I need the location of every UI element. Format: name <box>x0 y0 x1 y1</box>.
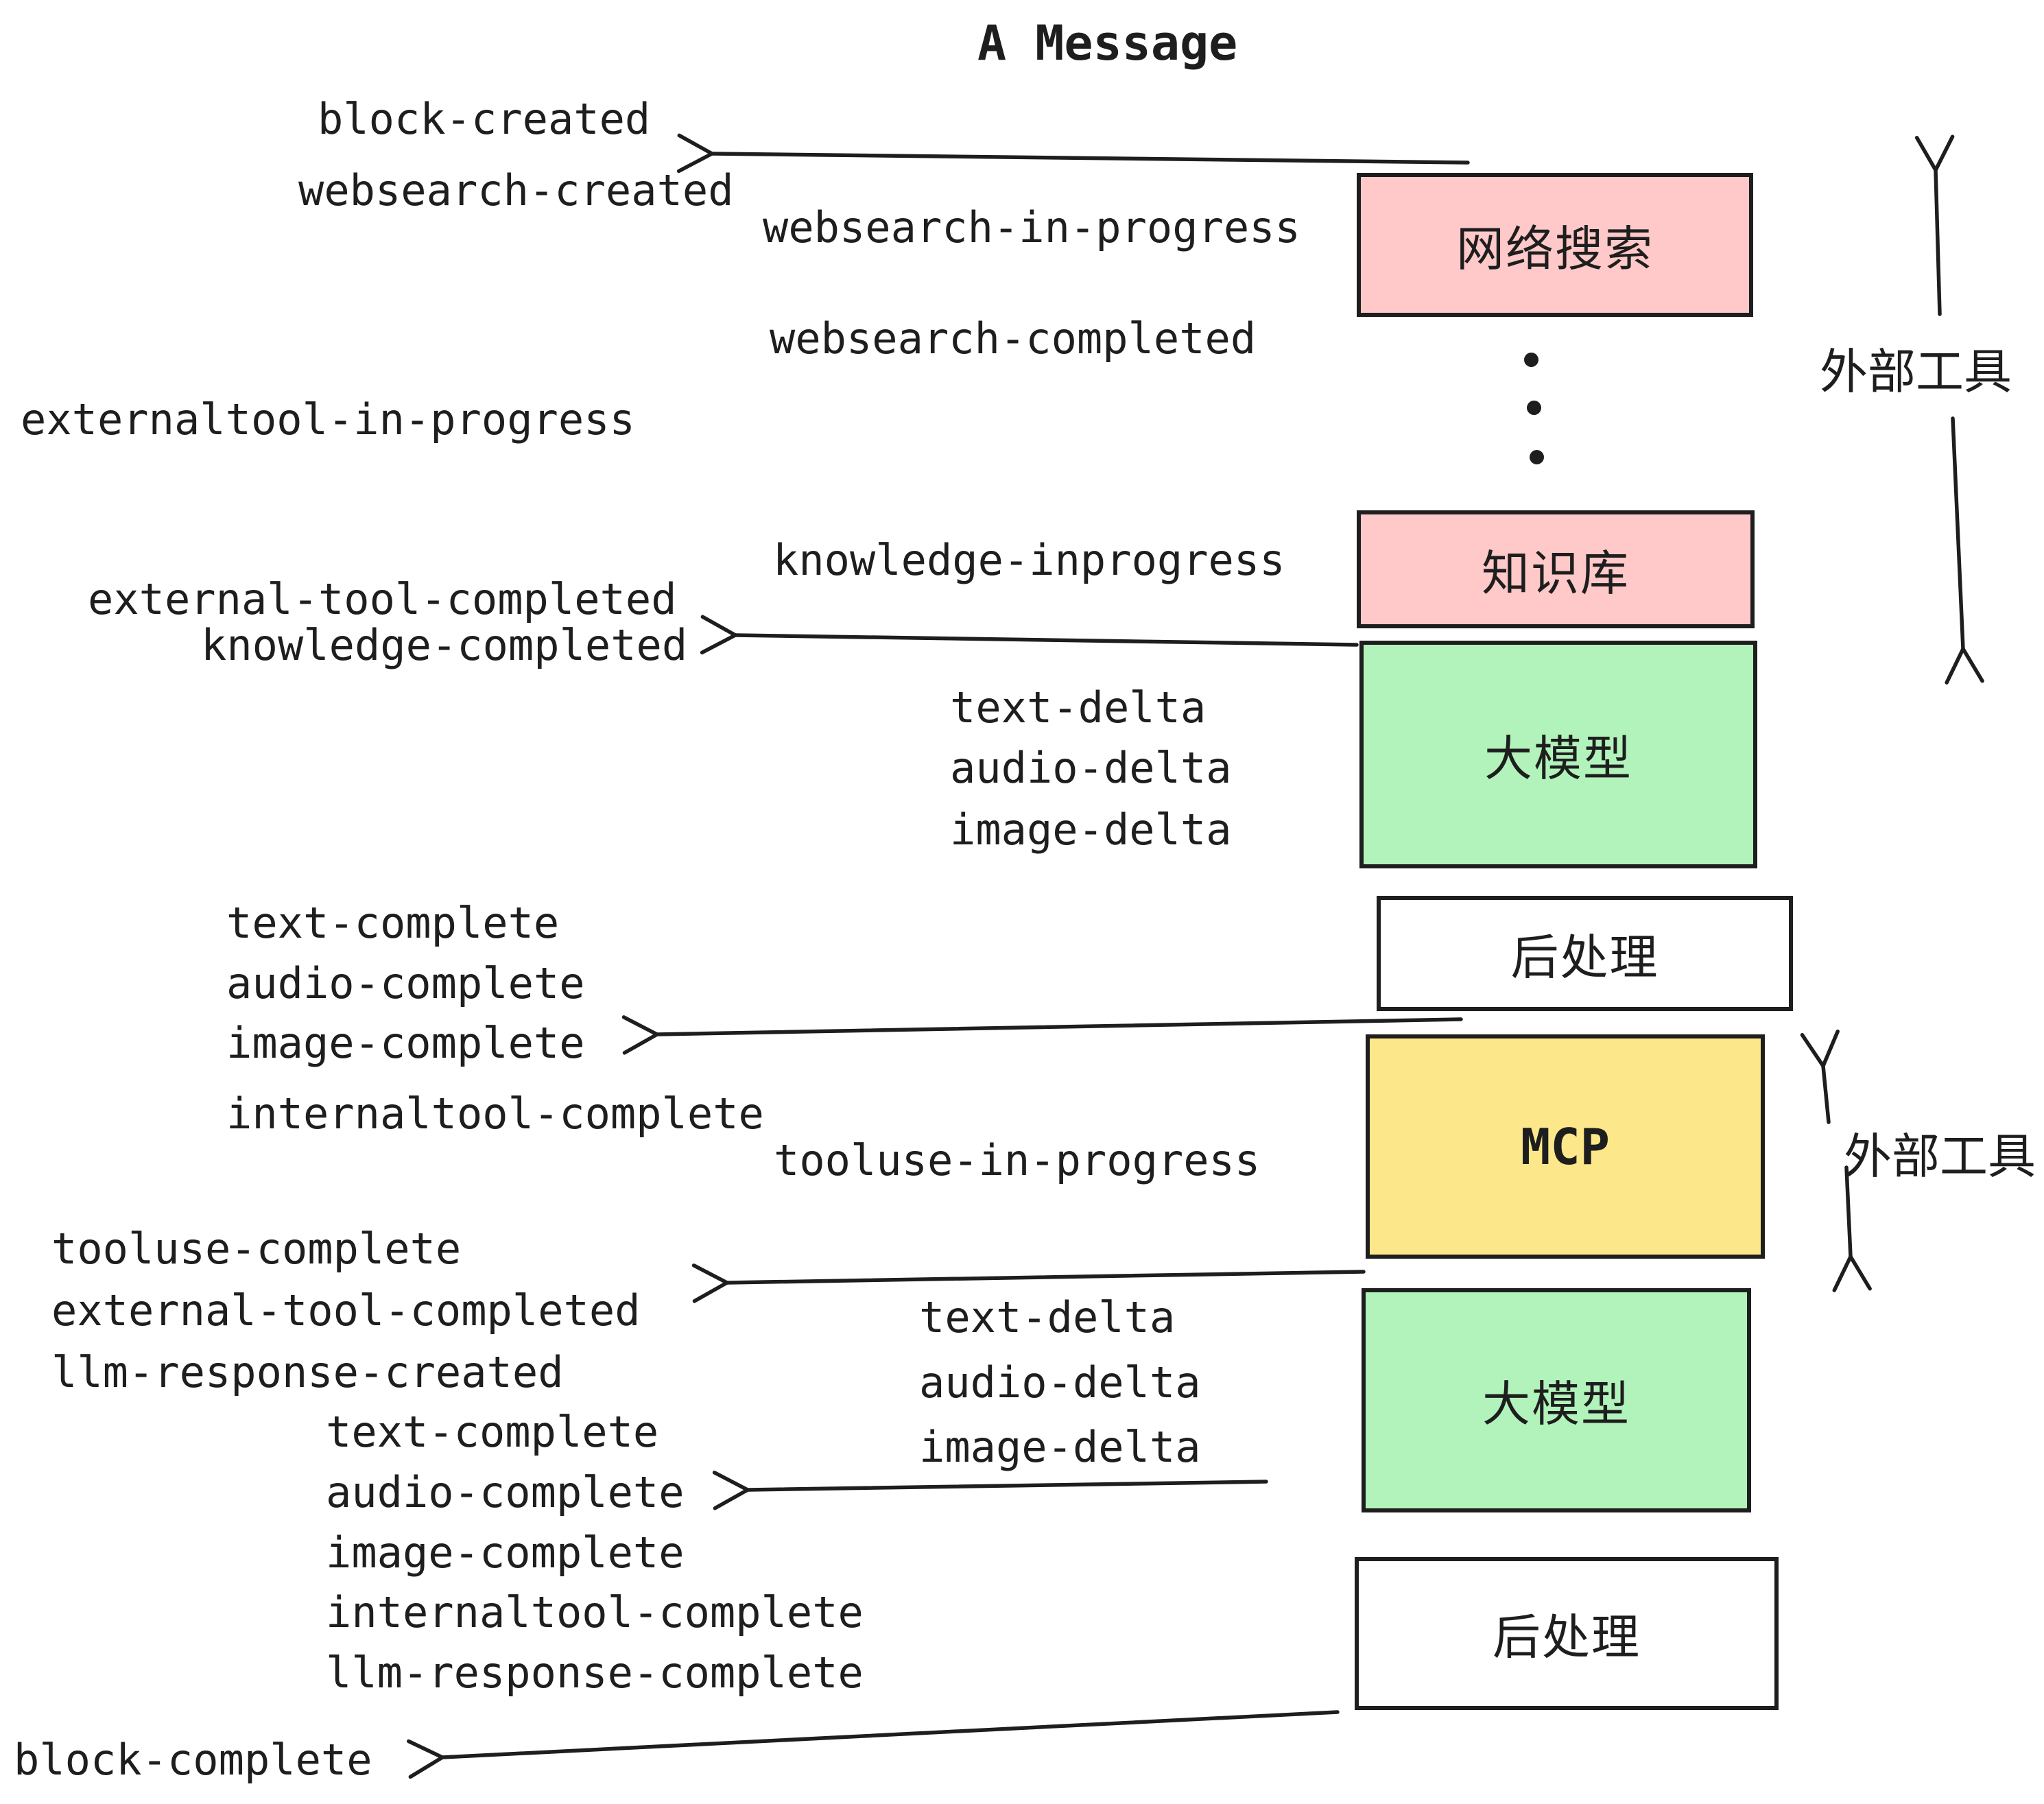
box-postprocess-top: 后处理 <box>1377 896 1793 1011</box>
diagram-title: A Message <box>977 15 1238 71</box>
external-tools-label-mcp: 外部工具 <box>1844 1128 2036 1185</box>
box-mcp: MCP <box>1366 1034 1765 1259</box>
box-llm-bottom: 大模型 <box>1362 1288 1751 1512</box>
event-label-tooluse-in-progress: tooluse-in-progress <box>774 1135 1261 1185</box>
box-mcp-label: MCP <box>1520 1117 1611 1176</box>
event-label-websearch-completed: websearch-completed <box>770 313 1257 364</box>
event-label-websearch-created: websearch-created <box>298 165 734 215</box>
arrow-to-image-complete-icon <box>657 1019 1463 1034</box>
event-label-block-complete: block-complete <box>14 1735 372 1785</box>
event-label-websearch-in-progress: websearch-in-progress <box>763 202 1300 252</box>
event-label-externaltool-in-progress: externaltool-in-progress <box>21 394 635 444</box>
event-label-knowledge-inprogress: knowledge-inprogress <box>773 535 1285 585</box>
ellipsis-dot-3 <box>1530 450 1544 464</box>
arrow-to-block-complete-icon <box>442 1710 1340 1757</box>
arrow-to-tooluse-complete-icon <box>727 1272 1366 1283</box>
external-tools-label-top: 外部工具 <box>1820 344 2012 400</box>
box-websearch: 网络搜索 <box>1357 173 1753 317</box>
event-label-internaltool-complete-1: internaltool-complete <box>226 1089 764 1139</box>
box-llm-top-label: 大模型 <box>1484 730 1632 787</box>
box-llm-top: 大模型 <box>1359 641 1757 868</box>
external-tools-mcp-up-arrow-icon <box>1823 1066 1829 1124</box>
event-label-block-created: block-created <box>318 94 651 144</box>
event-label-audio-complete-2: audio-complete <box>326 1467 685 1517</box>
event-label-knowledge-completed: knowledge-completed <box>201 620 688 670</box>
external-tools-top-down-arrow-icon <box>1953 416 1963 649</box>
event-label-llm-response-complete: llm-response-complete <box>326 1648 864 1698</box>
event-label-tooluse-complete: tooluse-complete <box>51 1224 462 1274</box>
arrow-to-audio-complete-icon <box>748 1482 1268 1490</box>
arrow-to-knowledge-completed-icon <box>735 635 1359 645</box>
box-postprocess-bottom: 后处理 <box>1355 1557 1779 1710</box>
box-llm-bottom-label: 大模型 <box>1482 1376 1630 1432</box>
event-label-image-delta-2: image-delta <box>919 1422 1201 1472</box>
event-label-external-tool-completed-2: external-tool-completed <box>51 1285 641 1336</box>
box-websearch-label: 网络搜索 <box>1456 220 1654 277</box>
event-label-audio-delta-1: audio-delta <box>950 743 1232 793</box>
event-label-internaltool-complete-2: internaltool-complete <box>326 1587 864 1637</box>
ellipsis-dot-2 <box>1527 401 1541 415</box>
event-label-text-complete-1: text-complete <box>226 898 560 948</box>
event-label-text-delta-2: text-delta <box>919 1292 1176 1342</box>
event-label-text-delta-1: text-delta <box>950 683 1207 733</box>
box-knowledge: 知识库 <box>1357 510 1755 628</box>
event-label-llm-response-created: llm-response-created <box>51 1347 564 1397</box>
external-tools-top-up-arrow-icon <box>1936 170 1940 316</box>
event-label-text-complete-2: text-complete <box>326 1407 659 1457</box>
event-label-external-tool-completed: external-tool-completed <box>88 574 677 624</box>
event-label-audio-complete-1: audio-complete <box>226 958 585 1008</box>
box-postprocess-bottom-label: 后处理 <box>1493 1609 1641 1665</box>
event-label-image-complete-2: image-complete <box>326 1528 685 1578</box>
event-label-image-delta-1: image-delta <box>950 805 1232 855</box>
ellipsis-dot-1 <box>1524 353 1538 367</box>
event-label-image-complete-1: image-complete <box>226 1018 585 1068</box>
arrow-to-block-created-icon <box>712 154 1470 163</box>
box-knowledge-label: 知识库 <box>1482 545 1630 602</box>
box-postprocess-top-label: 后处理 <box>1510 929 1659 986</box>
event-label-audio-delta-2: audio-delta <box>919 1357 1201 1408</box>
